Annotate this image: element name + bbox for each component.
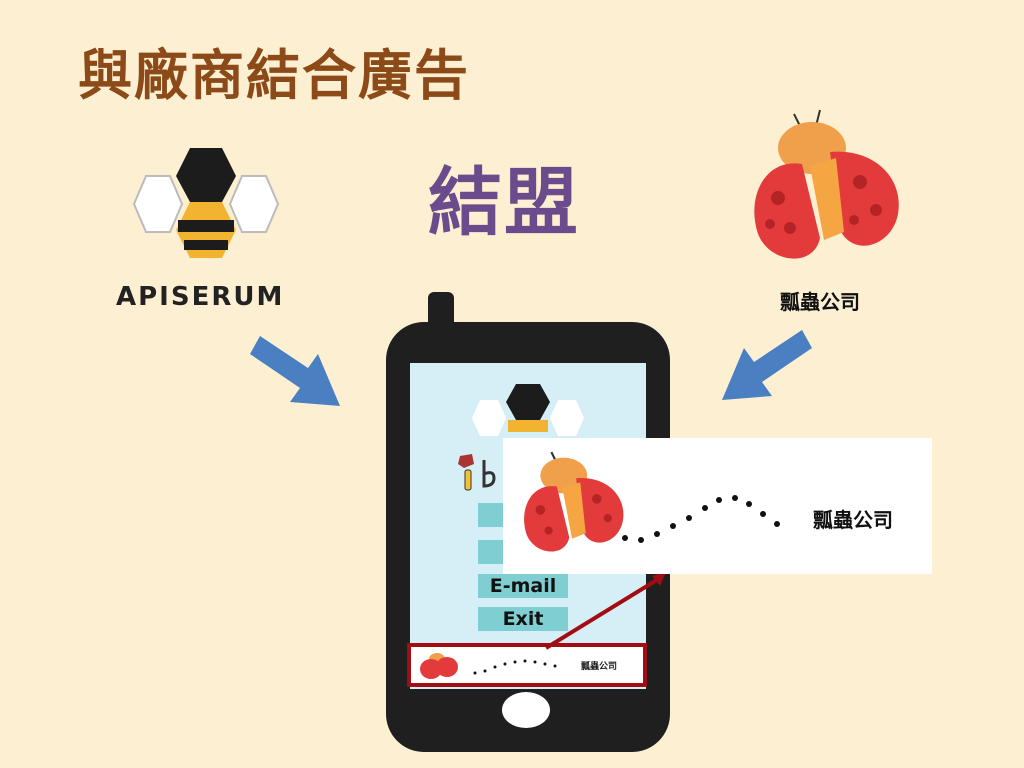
phone-home-button[interactable] xyxy=(502,692,550,728)
slide-title: 與廠商結合廣告 xyxy=(78,44,470,107)
arrow-right-down-icon xyxy=(250,336,340,406)
dotted-trail-small-icon xyxy=(473,659,557,675)
app-bee-logo-icon xyxy=(472,384,584,436)
bee-hexagon-logo-icon xyxy=(132,148,280,258)
ladybug-small-icon xyxy=(420,653,458,679)
app-logo-letters-icon xyxy=(458,454,496,491)
dotted-trail-icon xyxy=(622,495,780,543)
phone-menu-exit-button[interactable]: Exit xyxy=(478,607,568,631)
enlarged-ad-company-label: 瓢蟲公司 xyxy=(813,508,893,532)
apiserum-brand-text: APISERUM xyxy=(116,282,285,312)
enlarged-ad-banner: 瓢蟲公司 xyxy=(503,438,932,574)
alliance-label: 結盟 xyxy=(428,160,580,246)
phone-ad-banner[interactable]: 瓢蟲公司 xyxy=(407,643,647,687)
arrow-left-down-icon xyxy=(722,330,812,400)
ladybug-icon xyxy=(754,109,899,259)
phone-ad-banner-label: 瓢蟲公司 xyxy=(581,662,618,672)
phone-menu-email-button[interactable]: E-mail xyxy=(478,574,568,598)
ladybug-company-label: 瓢蟲公司 xyxy=(780,290,860,314)
ladybug-callout-icon xyxy=(524,451,624,552)
callout-pointer-line xyxy=(544,572,666,650)
